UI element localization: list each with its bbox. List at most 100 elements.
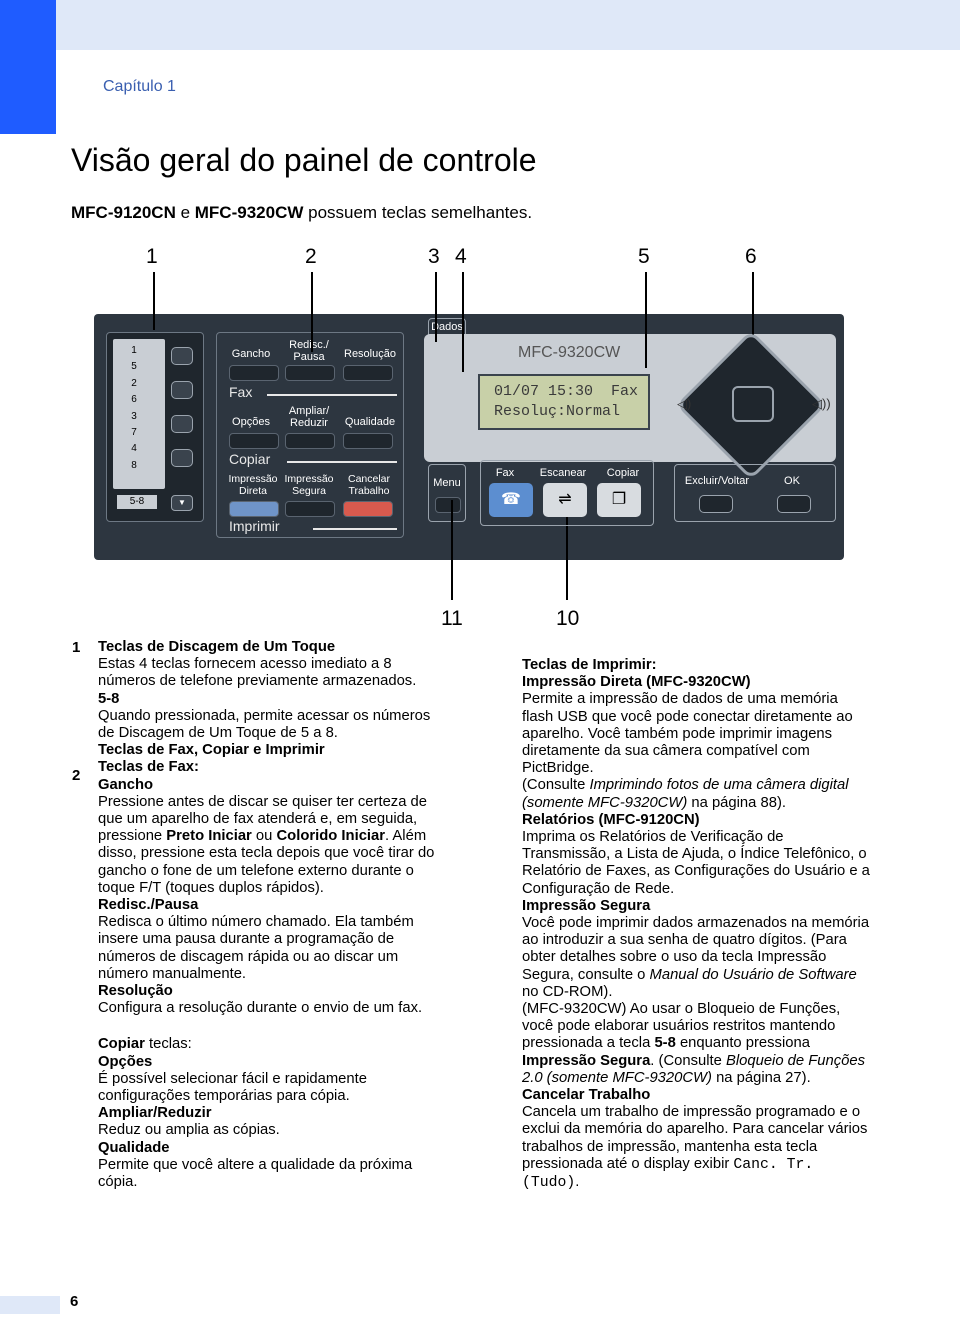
gancho-button[interactable] [229, 365, 279, 381]
segura-label: Impressão Segura [284, 473, 334, 497]
cancelar-heading: Cancelar Trabalho [522, 1087, 651, 1104]
ok-button[interactable] [777, 495, 811, 513]
mode-fax-label: Fax [495, 467, 515, 479]
opcoes-button[interactable] [229, 433, 279, 449]
excluir-ok-block: Excluir/Voltar OK [674, 464, 836, 522]
gancho-label: Gancho [231, 348, 271, 360]
menu-box: Menu [428, 464, 466, 522]
excluir-button[interactable] [699, 495, 733, 513]
volume-up-icon: ◁)) [812, 396, 831, 411]
item-2-number: 2 [72, 767, 81, 784]
opcoes-label: Opções [232, 416, 270, 428]
redisc-heading: Redisc./Pausa [98, 897, 199, 914]
shift-button[interactable]: ▼ [171, 495, 193, 511]
excluir-label: Excluir/Voltar [684, 475, 750, 487]
qualidade-heading: Qualidade [98, 1139, 170, 1156]
direta-ref: (Consulte Imprimindo fotos de uma câmera… [522, 777, 849, 811]
ok-label: OK [784, 475, 800, 487]
item-1-number: 1 [72, 639, 81, 656]
resolucao-heading: Resolução [98, 983, 173, 1000]
redisc-button[interactable] [285, 365, 335, 381]
footer-band [0, 1296, 60, 1314]
fax-keys-heading: Teclas de Fax: [98, 759, 199, 776]
subtitle: MFC-9120CN e MFC-9320CW possuem teclas s… [71, 203, 533, 222]
leader-2 [311, 272, 313, 352]
scan-icon: ⇌ [558, 491, 572, 508]
copiar-section-label: Copiar [229, 451, 271, 467]
callout-6: 6 [745, 245, 757, 268]
cancelar-label: Cancelar Trabalho [347, 473, 391, 497]
copy-icon: ❐ [611, 491, 627, 508]
scan-mode-button[interactable]: ⇌ [543, 483, 587, 517]
cancelar-button[interactable] [343, 501, 393, 517]
gancho-text: Pressione antes de discar se quiser ter … [98, 793, 435, 896]
qualidade-text: Permite que você altere a qualidade da p… [98, 1156, 413, 1191]
mode-scan-label: Escanear [539, 467, 587, 479]
redisc-label: Redisc./ Pausa [289, 339, 329, 363]
leader-5 [645, 272, 647, 368]
ampliar-label: Ampliar/ Reduzir [288, 405, 330, 429]
callout-5: 5 [638, 245, 650, 268]
qualidade-label: Qualidade [344, 416, 396, 428]
volume-down-icon: ◁) [677, 396, 692, 411]
callout-2: 2 [305, 245, 317, 268]
segura-heading: Impressão Segura [522, 897, 651, 914]
callout-1: 1 [146, 245, 158, 268]
left-column: Teclas de Discagem de Um Toque Estas 4 t… [98, 639, 448, 1191]
page-number: 6 [70, 1293, 79, 1310]
cancelar-text: Cancela um trabalho de impressão program… [522, 1104, 868, 1192]
direta-label: Impressão Direta [228, 473, 278, 497]
ampliar-button[interactable] [285, 433, 335, 449]
chapter-label: Capítulo 1 [103, 78, 176, 95]
one-touch-button-3[interactable] [171, 415, 193, 433]
item-1-text: Estas 4 teclas fornecem acesso imediato … [98, 656, 417, 690]
callout-10: 10 [556, 607, 580, 630]
direta-text: Permite a impressão de dados de uma memó… [522, 691, 853, 777]
dados-label: Dados [431, 321, 463, 333]
ampliar-heading: Ampliar/Reduzir [98, 1105, 212, 1122]
callout-4: 4 [455, 245, 467, 268]
one-touch-button-2[interactable] [171, 381, 193, 399]
shift-label: 5-8 [117, 495, 157, 509]
ampliar-text: Reduz ou amplia as cópias. [98, 1122, 280, 1139]
fax-mode-button[interactable]: ☎ [489, 483, 533, 517]
opcoes-heading: Opções [98, 1053, 153, 1070]
direta-heading: Impressão Direta (MFC-9320CW) [522, 674, 751, 691]
mode-keys-block: Fax Escanear Copiar ☎ ⇌ ❐ [480, 460, 654, 526]
bloqueio-text: (MFC-9320CW) Ao usar o Bloqueio de Funçõ… [522, 1001, 865, 1086]
item-2-heading: Teclas de Fax, Copiar e Imprimir [98, 742, 325, 759]
menu-button[interactable] [435, 497, 461, 513]
chapter-tab [0, 0, 56, 134]
resolucao-text: Configura a resolução durante o envio de… [98, 1000, 423, 1017]
shift-58-text: Quando pressionada, permite acessar os n… [98, 707, 431, 742]
resolucao-button[interactable] [343, 365, 393, 381]
qualidade-button[interactable] [343, 433, 393, 449]
callout-3: 3 [428, 245, 440, 268]
nav-center-button[interactable] [732, 386, 774, 422]
page-title: Visão geral do painel de controle [71, 142, 537, 178]
segura-button[interactable] [285, 501, 335, 517]
copy-mode-button[interactable]: ❐ [597, 483, 641, 517]
one-touch-button-4[interactable] [171, 449, 193, 467]
direta-button[interactable] [229, 501, 279, 517]
segura-text: Você pode imprimir dados armazenados na … [522, 915, 870, 1000]
model-label: MFC-9320CW [518, 344, 621, 361]
copy-keys-heading: Copiar teclas: [98, 1036, 192, 1053]
leader-4 [462, 272, 464, 372]
relatorios-heading: Relatórios (MFC-9120CN) [522, 811, 700, 828]
one-touch-button-1[interactable] [171, 347, 193, 365]
imprimir-section-label: Imprimir [229, 518, 280, 534]
gancho-heading: Gancho [98, 776, 154, 793]
mode-copy-label: Copiar [606, 467, 640, 479]
opcoes-text: É possível selecionar fácil e rapidament… [98, 1070, 367, 1105]
print-keys-heading: Teclas de Imprimir: [522, 657, 657, 673]
lcd-line-1: 01/07 15:30 Fax [494, 383, 639, 400]
fax-icon: ☎ [501, 491, 521, 508]
leader-11 [451, 500, 453, 600]
fax-section-label: Fax [229, 384, 253, 400]
resolucao-label: Resolução [344, 348, 396, 360]
